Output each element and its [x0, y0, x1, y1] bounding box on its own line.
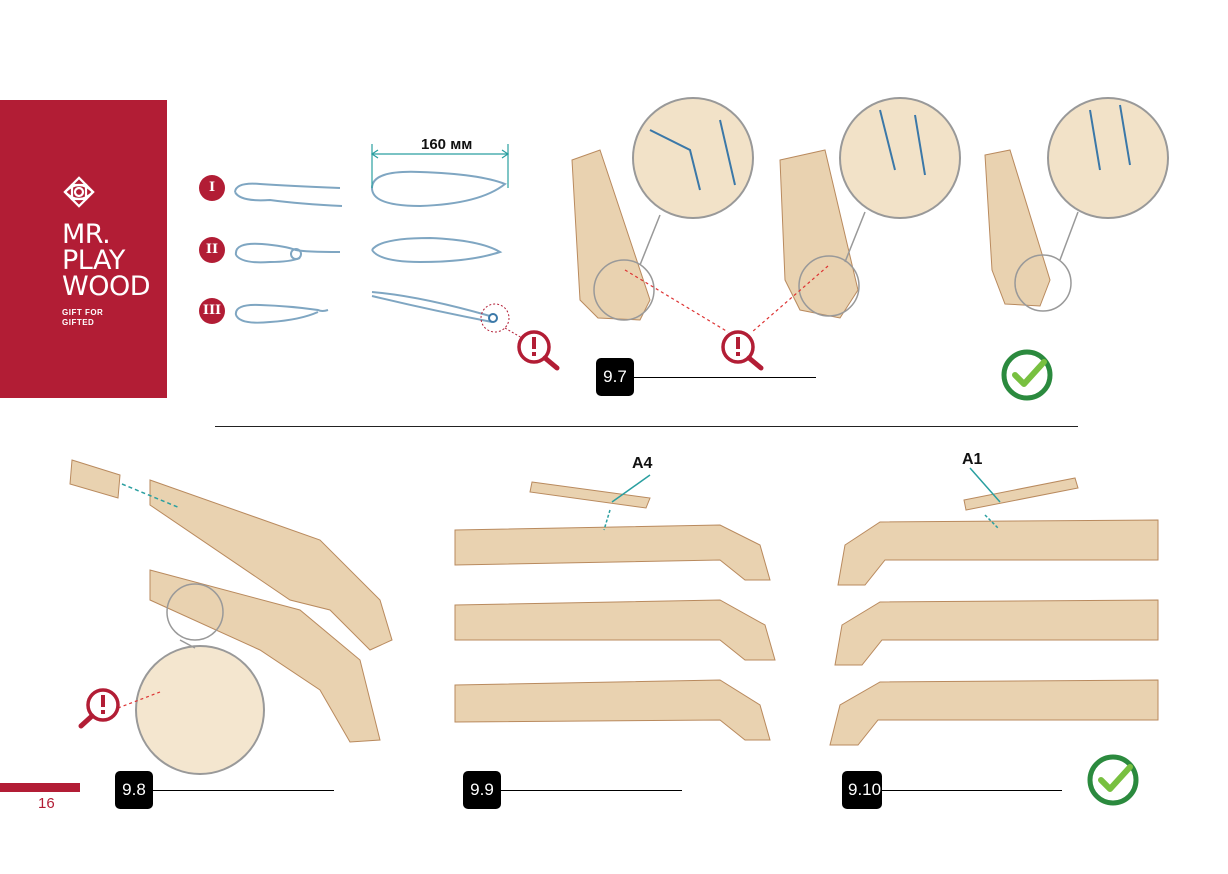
zoom-circle-98: [135, 645, 265, 775]
page-number-bar: [0, 783, 80, 792]
step-label-9-7: 9.7: [596, 358, 634, 396]
dimension-line: [370, 144, 510, 188]
section-divider: [215, 426, 1078, 427]
cord-loop-2: [234, 242, 341, 264]
variant-badge-1: I: [199, 175, 225, 201]
band-stretched-1: [371, 170, 507, 208]
magnifier-exclamation-icon: [517, 330, 560, 371]
variant-badge-3: III: [199, 298, 225, 324]
zoom-circle-2: [839, 97, 961, 219]
stock-illustration-1: [571, 149, 1051, 321]
step-label-9-10: 9.10: [842, 771, 882, 809]
band-stretched-2: [371, 236, 503, 264]
magnifier-exclamation-icon: [721, 330, 764, 371]
cord-loop-1: [234, 182, 343, 207]
gun-illustration-98: [69, 459, 393, 743]
band-length-label: 160 мм: [421, 136, 473, 153]
brand-word-3: WOOD: [62, 271, 151, 302]
brand-word-2: PLAY: [62, 245, 125, 276]
magnifier-exclamation-icon: [78, 688, 120, 729]
band-stretched-3: [371, 291, 493, 323]
page-number: 16: [38, 795, 55, 812]
step-line-9-7: [634, 377, 816, 378]
part-label-a4: A4: [632, 455, 653, 472]
brand-logo-icon: [63, 176, 95, 208]
variant-badge-2: II: [199, 237, 225, 263]
check-circle-icon: [1001, 349, 1053, 401]
part-label-a1: A1: [962, 451, 983, 468]
cord-loop-3: [234, 303, 329, 324]
brand-tagline-2: GIFTED: [62, 318, 95, 327]
step-line-9-9: [501, 790, 682, 791]
zoom-circle-3: [1047, 97, 1169, 219]
brand-tagline-1: GIFT FOR: [62, 308, 104, 317]
step-label-9-9: 9.9: [463, 771, 501, 809]
brand-panel: MR. PLAY WOOD GIFT FOR GIFTED: [0, 100, 167, 398]
check-circle-icon: [1087, 754, 1139, 806]
brand-word-1: MR.: [62, 219, 111, 250]
step-label-9-8: 9.8: [115, 771, 153, 809]
step-line-9-10: [882, 790, 1062, 791]
step-line-9-8: [153, 790, 334, 791]
gun-illustration-99: [454, 481, 776, 741]
